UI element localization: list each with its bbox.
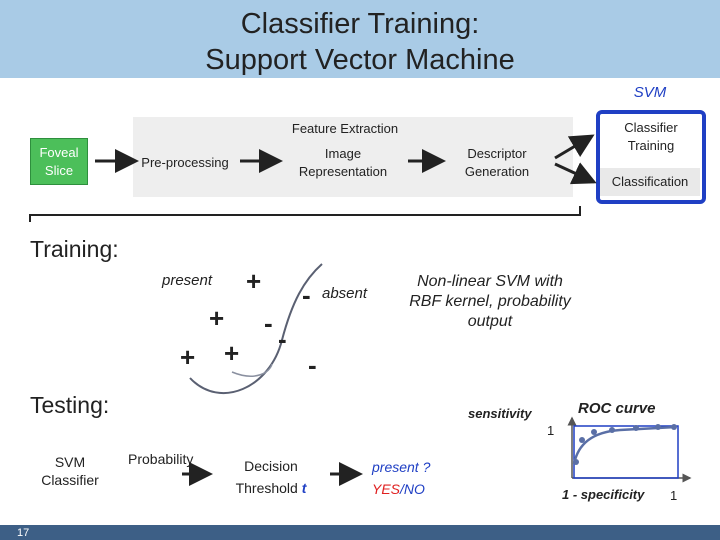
image-representation-box: Image Representation bbox=[298, 145, 388, 179]
roc-point bbox=[671, 424, 677, 430]
foveal-slice-box: Foveal Slice bbox=[30, 138, 88, 185]
descriptor-generation-box: Descriptor Generation bbox=[464, 145, 530, 179]
svm-tag: SVM bbox=[633, 84, 667, 101]
svm-separator-curve bbox=[189, 263, 323, 395]
svm-highlight-frame bbox=[596, 110, 706, 204]
negative-sample: - bbox=[302, 280, 311, 310]
pipeline-background bbox=[133, 117, 573, 197]
positive-sample: + bbox=[209, 303, 225, 333]
roc-curve bbox=[572, 425, 677, 465]
negative-sample: - bbox=[278, 324, 287, 354]
slide-title: Classifier Training: Support Vector Mach… bbox=[0, 6, 720, 78]
title-bar bbox=[0, 0, 720, 78]
title-line-2: Support Vector Machine bbox=[205, 44, 515, 76]
roc-point bbox=[573, 459, 579, 465]
roc-y-tick: 1 bbox=[547, 423, 555, 438]
roc-title: ROC curve bbox=[578, 400, 656, 417]
decision-threshold-text: Decision Threshold bbox=[235, 458, 298, 496]
positive-sample: + bbox=[180, 342, 196, 372]
preprocessing-box: Pre-processing bbox=[141, 154, 229, 170]
arrow-desc-to-classification bbox=[554, 162, 597, 185]
positive-sample: + bbox=[246, 266, 262, 296]
present-label: present bbox=[162, 272, 213, 289]
testing-label: Testing: bbox=[30, 392, 110, 418]
no-label: NO bbox=[403, 481, 425, 497]
roc-x-tick: 1 bbox=[670, 488, 678, 503]
roc-xlabel: 1 - specificity bbox=[562, 487, 645, 502]
classification-box: Classification bbox=[600, 168, 700, 196]
negative-sample: - bbox=[308, 350, 317, 380]
title-line-1: Classifier Training: bbox=[240, 8, 480, 40]
svm-classifier-box: SVM Classifier bbox=[41, 454, 99, 488]
positive-sample: + bbox=[224, 338, 240, 368]
roc-point bbox=[591, 429, 597, 435]
negative-sample: - bbox=[264, 308, 273, 338]
roc-frame bbox=[573, 425, 679, 479]
present-question: present ? bbox=[372, 459, 431, 475]
feature-extraction-label: Feature Extraction bbox=[291, 121, 399, 136]
training-label: Training: bbox=[30, 236, 119, 262]
roc-point bbox=[633, 425, 639, 431]
footer-bar bbox=[0, 525, 720, 540]
roc-ylabel: sensitivity bbox=[468, 406, 532, 421]
classifier-training-box: Classifier Training bbox=[624, 120, 678, 153]
yes-label: YES bbox=[372, 481, 401, 497]
yes-no: YES/NO bbox=[372, 481, 425, 497]
svm-description: Non-linear SVM with RBF kernel, probabil… bbox=[409, 273, 571, 330]
roc-point bbox=[579, 437, 585, 443]
probability-label: Probability bbox=[128, 451, 194, 467]
threshold-variable: t bbox=[301, 480, 307, 496]
margin-line bbox=[231, 363, 273, 377]
roc-point bbox=[655, 424, 661, 430]
arrow-desc-to-training bbox=[554, 134, 595, 160]
page-number: 17 bbox=[17, 527, 30, 539]
training-bracket bbox=[29, 206, 581, 222]
decision-output: present ? YES/NO bbox=[372, 456, 430, 500]
absent-label: absent bbox=[322, 285, 368, 302]
roc-point bbox=[609, 427, 615, 433]
decision-threshold-box: Decision Threshold t bbox=[216, 455, 326, 499]
